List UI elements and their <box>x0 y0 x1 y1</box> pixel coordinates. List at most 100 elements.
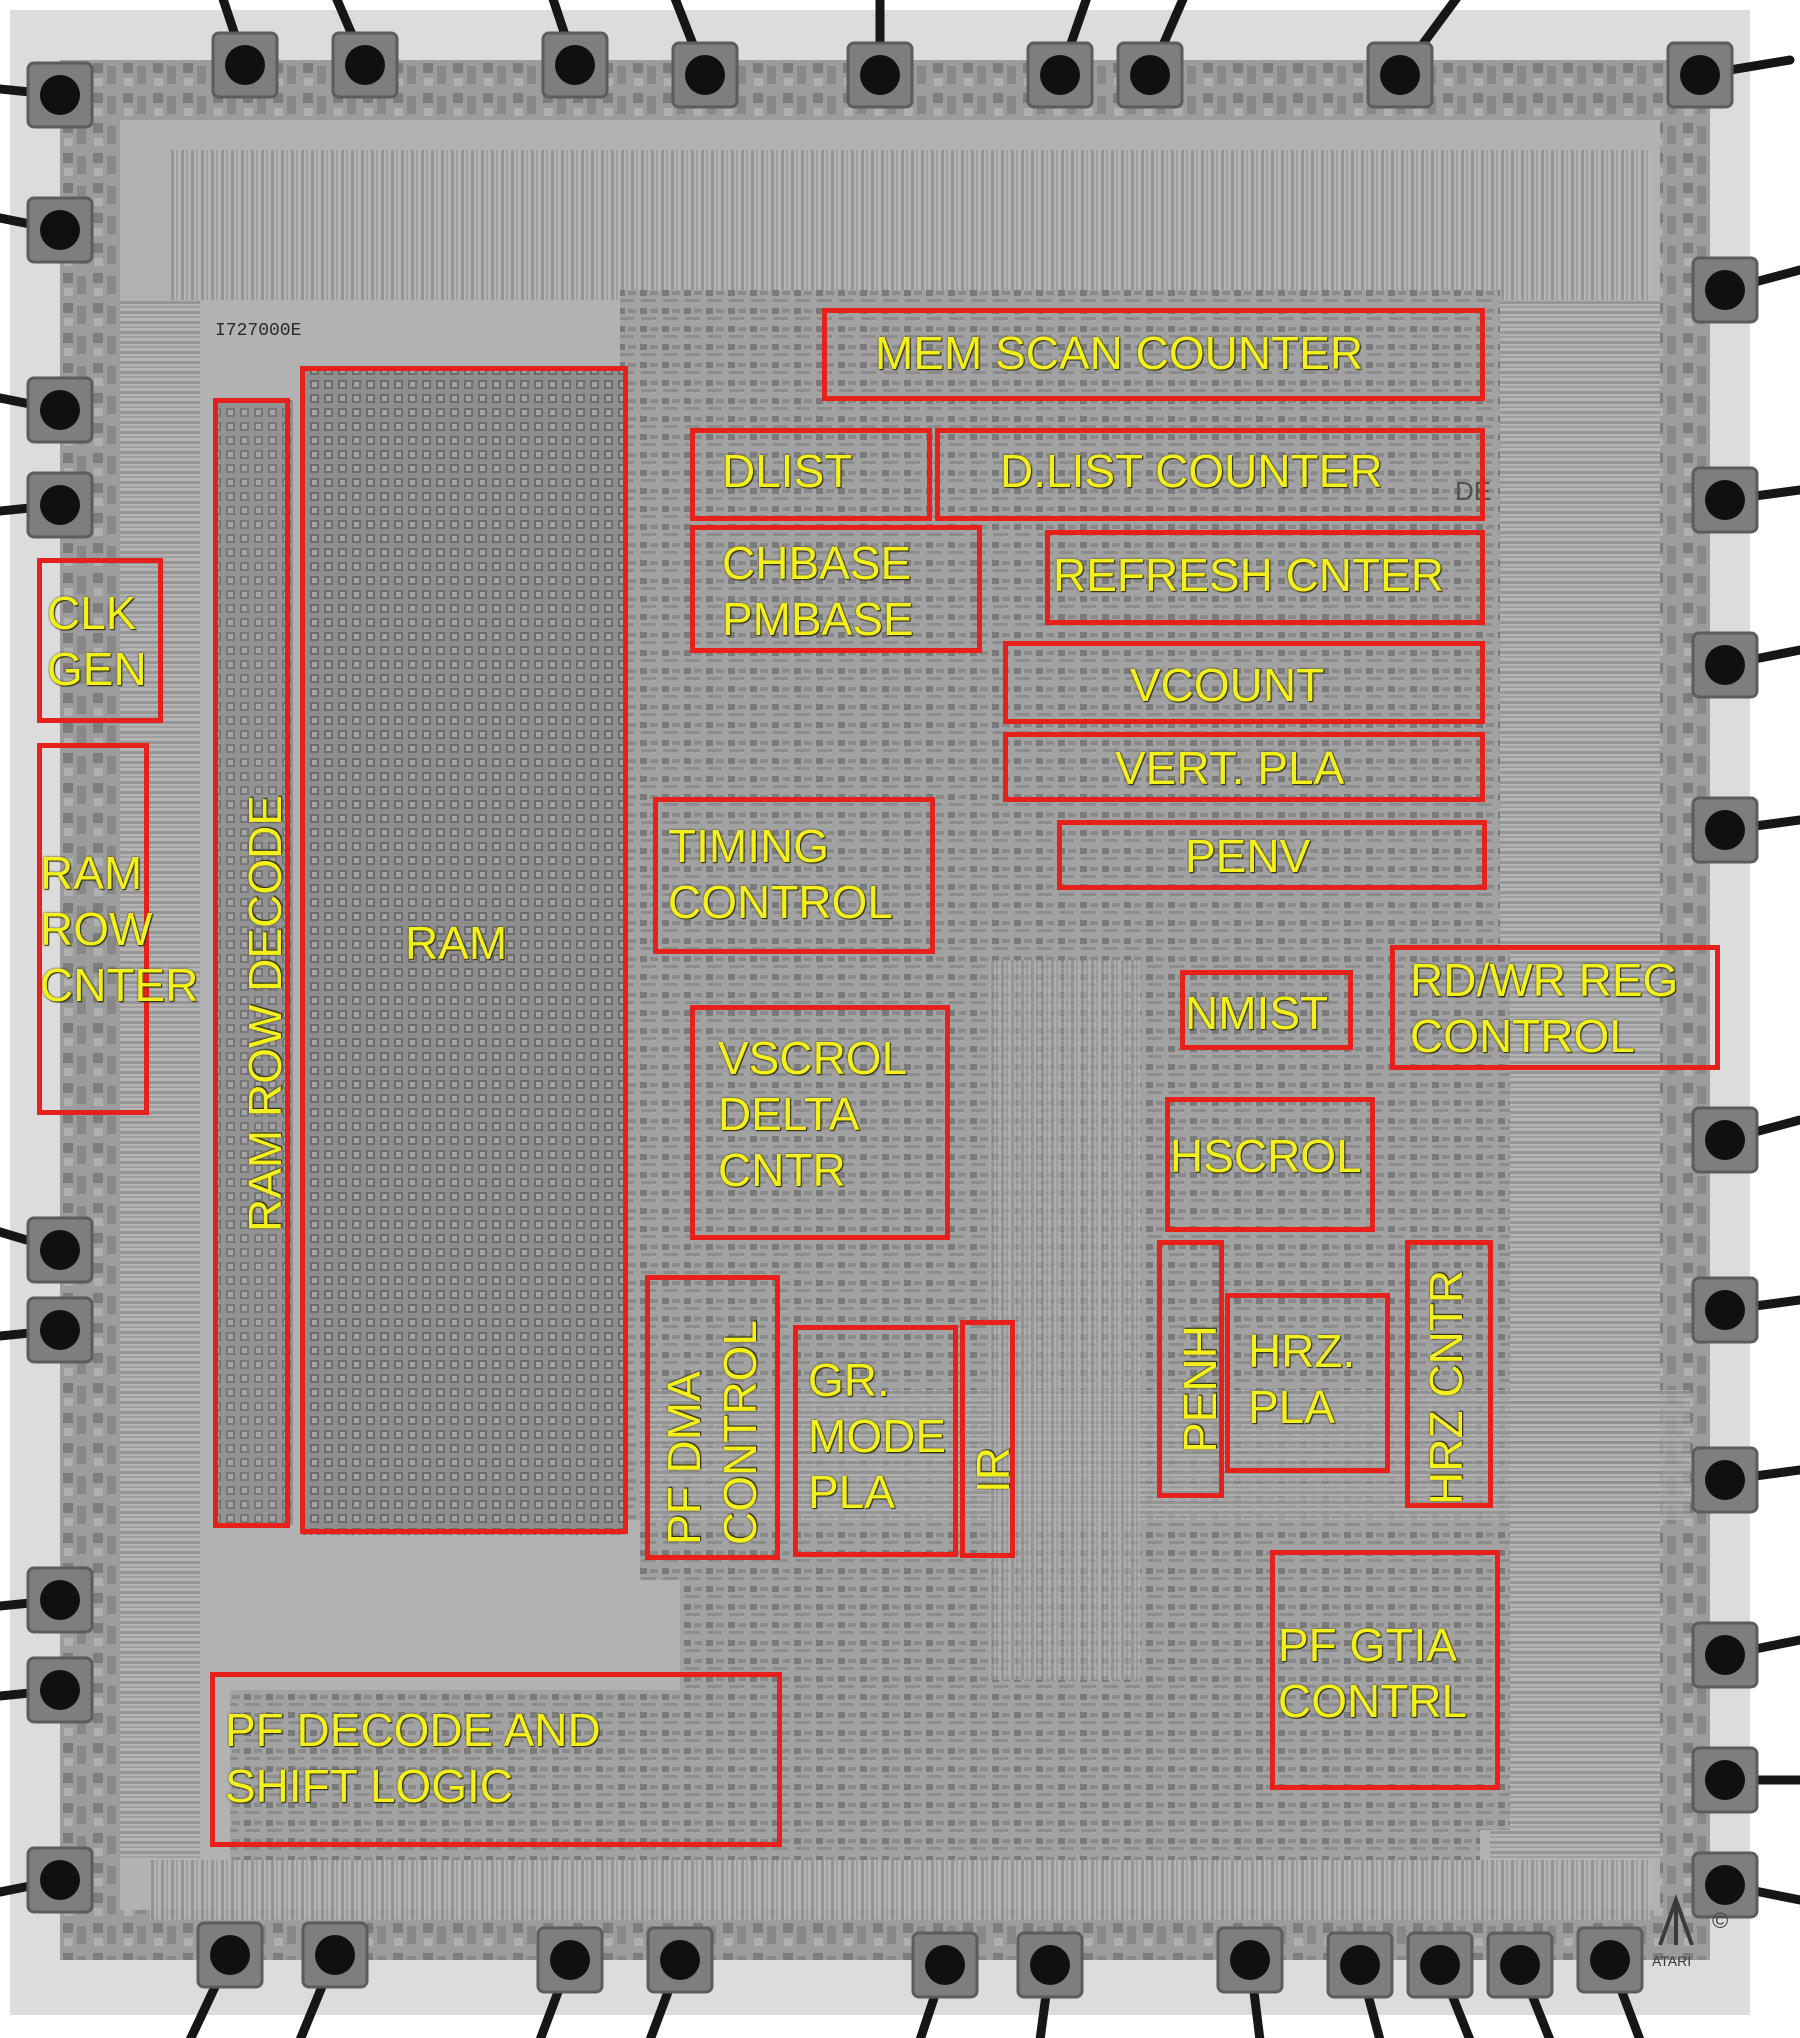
vert-pla-label: VERT. PLA <box>1115 742 1345 794</box>
bond-pad-20 <box>1705 645 1745 685</box>
bond-pad-14 <box>1040 55 1080 95</box>
bond-pad-36 <box>1420 1945 1460 1985</box>
bond-pad-5 <box>40 1310 80 1350</box>
vcount-label: VCOUNT <box>1130 659 1325 711</box>
rd-wr-reg-control-region <box>1390 945 1720 1070</box>
bond-pad-23 <box>1705 1290 1745 1330</box>
bond-pad-27 <box>1705 1865 1745 1905</box>
ram-row-cnter-label: RAM ROW CNTER <box>40 847 199 1011</box>
bond-pad-28 <box>210 1935 250 1975</box>
vscrol-delta-cntr-label: VSCROL DELTA CNTR <box>718 1032 908 1196</box>
vcount-region <box>1003 641 1485 724</box>
pf-gtia-contrl-region <box>1270 1550 1500 1790</box>
bond-pad-8 <box>40 1860 80 1900</box>
ram-row-cnter-region <box>37 743 149 1115</box>
bond-pad-35 <box>1340 1945 1380 1985</box>
hscrol-region <box>1165 1097 1375 1232</box>
chbase-pmbase-region <box>690 525 982 653</box>
ram-cell-array <box>300 370 625 1535</box>
rd-wr-reg-control-label: RD/WR REG CONTROL <box>1410 954 1679 1062</box>
mem-scan-counter-label: MEM SCAN COUNTER <box>875 327 1364 379</box>
bond-pad-34 <box>1230 1940 1270 1980</box>
right-io-bus <box>1490 300 1660 1860</box>
die-code-marking: I727000E <box>215 321 301 341</box>
nmist-label: NMIST <box>1185 987 1329 1039</box>
vscrol-delta-cntr-region <box>690 1005 950 1240</box>
ram-row-decode-label: RAM ROW DECODE <box>239 795 291 1232</box>
clk-gen-label: CLK GEN <box>47 587 147 695</box>
dlist-counter-label: D.LIST COUNTER <box>1000 445 1383 497</box>
refresh-cnter-region <box>1045 530 1485 625</box>
pf-dma-control-label: PF DMA CONTROL <box>658 1320 766 1545</box>
bond-pad-24 <box>1705 1460 1745 1500</box>
pf-dma-control-region <box>645 1275 780 1560</box>
bond-pad-31 <box>660 1940 700 1980</box>
bond-pad-22 <box>1705 1120 1745 1160</box>
bond-pad-11 <box>555 45 595 85</box>
ram-decode-cells <box>213 400 293 1525</box>
gr-mode-pla-label: GR. MODE PLA <box>808 1354 946 1518</box>
copyright-mark: © <box>1712 1908 1728 1933</box>
dlist-label: DLIST <box>722 445 853 497</box>
chbase-pmbase-label: CHBASE PMBASE <box>722 537 914 645</box>
penh-label: PENH <box>1174 1325 1226 1453</box>
refresh-cnter-label: REFRESH CNTER <box>1053 549 1445 601</box>
hrz-cntr-region <box>1405 1240 1493 1508</box>
hrz-pla-label: HRZ. PLA <box>1248 1325 1356 1433</box>
bond-pad-38 <box>1590 1940 1630 1980</box>
timing-control-label: TIMING CONTROL <box>668 820 893 928</box>
hrz-pla-region <box>1225 1293 1390 1473</box>
gr-mode-pla-region <box>793 1325 958 1557</box>
logic-area-1 <box>1000 290 1500 910</box>
ir-region <box>960 1320 1015 1558</box>
bond-pad-32 <box>925 1945 965 1985</box>
bond-pad-6 <box>40 1580 80 1620</box>
bottom-io-bus <box>150 1860 1650 1920</box>
ir-label: IR <box>967 1447 1019 1493</box>
bond-pad-2 <box>40 390 80 430</box>
bond-pad-33 <box>1030 1945 1070 1985</box>
bond-pad-18 <box>1705 270 1745 310</box>
routing-channel-v <box>990 960 1140 1680</box>
ram-row-decode-region <box>213 398 290 1528</box>
bond-pad-12 <box>685 55 725 95</box>
mem-scan-counter-region <box>822 308 1485 401</box>
bond-pad-4 <box>40 1230 80 1270</box>
clk-gen-region <box>37 558 163 723</box>
hrz-cntr-label: HRZ CNTR <box>1420 1269 1472 1505</box>
bond-pad-10 <box>345 45 385 85</box>
bond-pad-0 <box>40 75 80 115</box>
bond-pad-19 <box>1705 480 1745 520</box>
penv-region <box>1057 820 1487 890</box>
bond-pad-13 <box>860 55 900 95</box>
penh-region <box>1157 1240 1224 1498</box>
bond-pad-25 <box>1705 1635 1745 1675</box>
nmist-region <box>1180 970 1353 1050</box>
logic-area-7 <box>620 290 720 1520</box>
bond-pad-9 <box>225 45 265 85</box>
die-marking-de: DE <box>1455 476 1491 506</box>
bond-pad-26 <box>1705 1760 1745 1800</box>
pf-gtia-contrl-label: PF GTIA CONTRL <box>1278 1619 1468 1727</box>
ram-label: RAM <box>405 917 508 969</box>
pf-decode-shift-logic-region <box>210 1672 782 1847</box>
hscrol-label: HSCROL <box>1170 1130 1362 1182</box>
top-io-bus <box>170 150 1650 300</box>
bond-pad-37 <box>1500 1945 1540 1985</box>
dlist-counter-region <box>935 428 1485 521</box>
logic-area-6 <box>230 1690 810 1860</box>
penv-label: PENV <box>1185 830 1311 882</box>
bond-pad-29 <box>315 1935 355 1975</box>
timing-control-region <box>653 797 935 954</box>
bond-pad-21 <box>1705 810 1745 850</box>
atari-logo-icon <box>1658 1894 1694 1946</box>
bond-pad-1 <box>40 210 80 250</box>
vert-pla-region <box>1003 732 1485 802</box>
ram-region <box>300 366 628 1534</box>
dlist-region <box>690 428 932 521</box>
bond-pad-16 <box>1380 55 1420 95</box>
bond-pad-15 <box>1130 55 1170 95</box>
bond-pad-7 <box>40 1670 80 1710</box>
